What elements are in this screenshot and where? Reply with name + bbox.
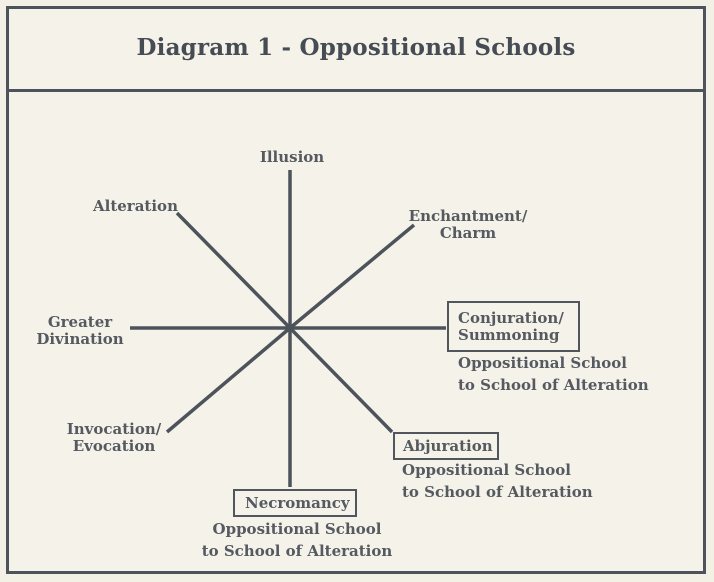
diagram-frame	[6, 6, 706, 574]
box-abjuration: Abjuration	[393, 432, 499, 460]
title-bar: Diagram 1 - Oppositional Schools	[6, 6, 706, 92]
note-conjuration: Oppositional School to School of Alterat…	[458, 354, 649, 394]
note-necromancy: Oppositional School to School of Alterat…	[201, 520, 393, 560]
spoke-abjuration	[288, 326, 394, 434]
label-alteration: Alteration	[93, 197, 178, 215]
label-invocation: Invocation/ Evocation	[66, 420, 162, 455]
label-enchantment: Enchantment/ Charm	[408, 207, 528, 242]
label-greater-divination: Greater Divination	[36, 313, 124, 348]
diagram-title: Diagram 1 - Oppositional Schools	[136, 34, 576, 61]
spoke-alteration	[175, 211, 292, 330]
spoke-invocation	[165, 326, 292, 434]
label-illusion: Illusion	[259, 148, 325, 166]
spoke-enchantment	[288, 223, 416, 330]
box-conjuration: Conjuration/ Summoning	[447, 301, 580, 352]
box-necromancy: Necromancy	[233, 489, 357, 517]
note-abjuration: Oppositional School to School of Alterat…	[402, 461, 593, 501]
